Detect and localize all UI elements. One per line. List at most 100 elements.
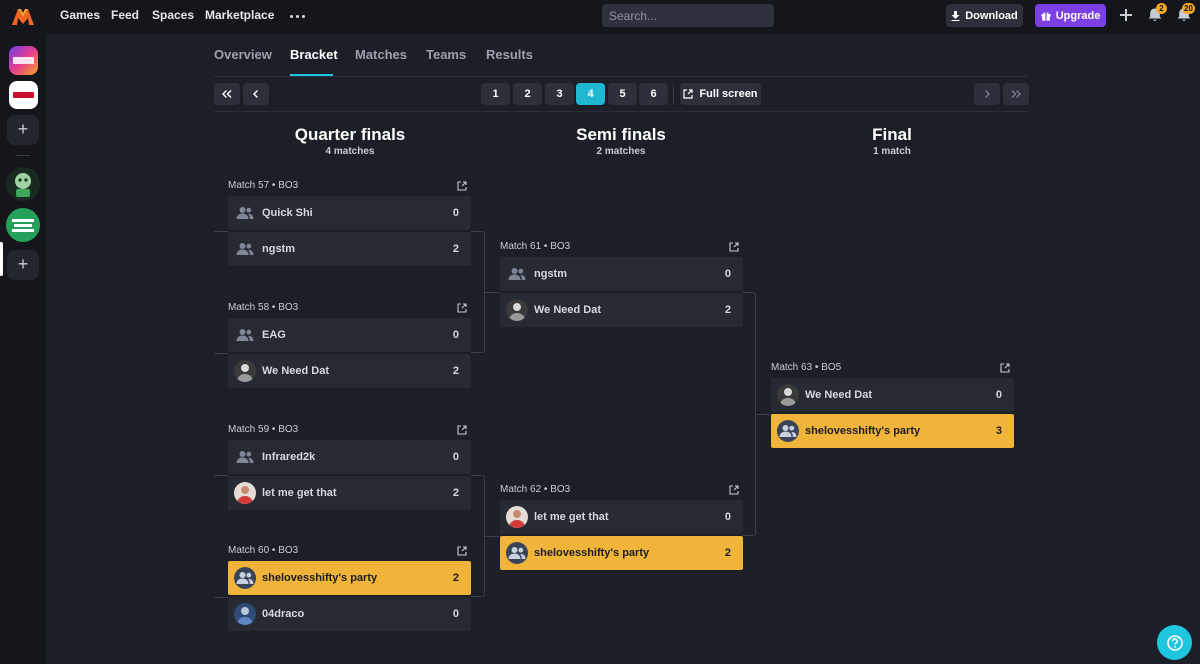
tab-matches[interactable]: Matches [355,47,408,62]
tab-teams[interactable]: Teams [426,47,467,62]
connector [742,292,756,536]
nba2k-game-icon[interactable] [9,46,38,75]
connector [214,231,228,232]
team-name[interactable]: We Need Dat [534,304,602,316]
team-slot[interactable]: Quick Shi 0 [228,196,471,230]
help-icon [1166,634,1183,651]
team-name[interactable]: shelovesshifty's party [805,425,921,437]
match-label: Match 59 • BO3 [228,424,299,435]
team-score: 2 [452,365,459,377]
tab-bracket[interactable]: Bracket [290,47,338,62]
page-4-button[interactable]: 4 [576,83,605,105]
team-name[interactable]: let me get that [262,487,337,499]
team-name[interactable]: shelovesshifty's party [534,547,650,559]
player-photo [506,299,528,321]
fullscreen-button[interactable]: Full screen [680,83,761,105]
team-logo-icon[interactable] [6,167,40,201]
connector [485,536,500,537]
add-widget-icon[interactable] [1118,7,1134,23]
2k25-game-icon[interactable] [9,81,38,109]
notifications-icon[interactable]: 20 [1176,3,1195,23]
team-name[interactable]: Infrared2k [262,451,316,463]
connector [214,475,228,476]
nav-games[interactable]: Games [60,8,101,22]
tab-overview[interactable]: Overview [214,47,272,62]
match-header: Match 60 • BO3 [228,541,471,561]
external-link-icon[interactable] [457,425,467,435]
team-name[interactable]: let me get that [534,511,609,523]
nav-marketplace[interactable]: Marketplace [205,8,275,22]
nav-feed[interactable]: Feed [111,8,140,22]
team-score: 0 [452,207,459,219]
team-name[interactable]: We Need Dat [805,389,873,401]
team-name[interactable]: ngstm [262,243,295,255]
search-input[interactable] [602,4,774,27]
app-logo-icon[interactable] [12,7,34,25]
space-logo-icon[interactable] [6,208,40,242]
double-chevron-right-icon [1011,90,1021,98]
team-score: 2 [452,243,459,255]
users-icon [234,567,256,589]
team-score: 0 [452,608,459,620]
upgrade-button[interactable]: Upgrade [1035,4,1106,27]
prev-page-button[interactable] [243,83,269,105]
page-3-button[interactable]: 3 [545,83,574,105]
last-page-button[interactable] [1003,83,1029,105]
team-slot[interactable]: 04draco 0 [228,597,471,631]
external-link-icon[interactable] [457,546,467,556]
messages-badge: 2 [1156,3,1167,14]
team-name[interactable]: EAG [262,329,286,341]
page-1-button[interactable]: 1 [481,83,510,105]
player-photo [234,360,256,382]
nav-spaces[interactable]: Spaces [152,8,195,22]
pager-divider-line [214,111,1028,112]
help-button[interactable] [1157,625,1192,660]
team-slot[interactable]: We Need Dat 0 [771,378,1014,412]
active-indicator [0,242,3,276]
team-name[interactable]: We Need Dat [262,365,330,377]
tab-results[interactable]: Results [486,47,533,62]
next-page-button[interactable] [974,83,1000,105]
team-name[interactable]: shelovesshifty's party [262,572,378,584]
add-game-icon[interactable]: + [7,115,39,145]
team-score: 0 [995,389,1002,401]
external-link-icon[interactable] [1000,363,1010,373]
external-link-icon[interactable] [729,242,739,252]
add-space-icon[interactable]: + [7,250,39,280]
external-link-icon[interactable] [457,303,467,313]
page-2-button[interactable]: 2 [513,83,542,105]
fullscreen-label: Full screen [699,88,758,100]
external-link-icon[interactable] [729,485,739,495]
download-button[interactable]: Download [946,4,1023,27]
page-5-button[interactable]: 5 [608,83,637,105]
external-link-icon [683,89,694,99]
team-score: 0 [724,511,731,523]
team-slot[interactable]: We Need Dat 2 [228,354,471,388]
team-name[interactable]: ngstm [534,268,567,280]
team-name[interactable]: Quick Shi [262,207,313,219]
first-page-button[interactable] [214,83,240,105]
messages-icon[interactable]: 2 [1147,3,1167,23]
team-name[interactable]: 04draco [262,608,305,620]
more-icon[interactable] [289,9,307,23]
team-slot[interactable]: let me get that 0 [500,500,743,534]
external-link-icon[interactable] [457,181,467,191]
users-icon [234,238,256,260]
page-6-button[interactable]: 6 [639,83,668,105]
team-slot[interactable]: ngstm 2 [228,232,471,266]
